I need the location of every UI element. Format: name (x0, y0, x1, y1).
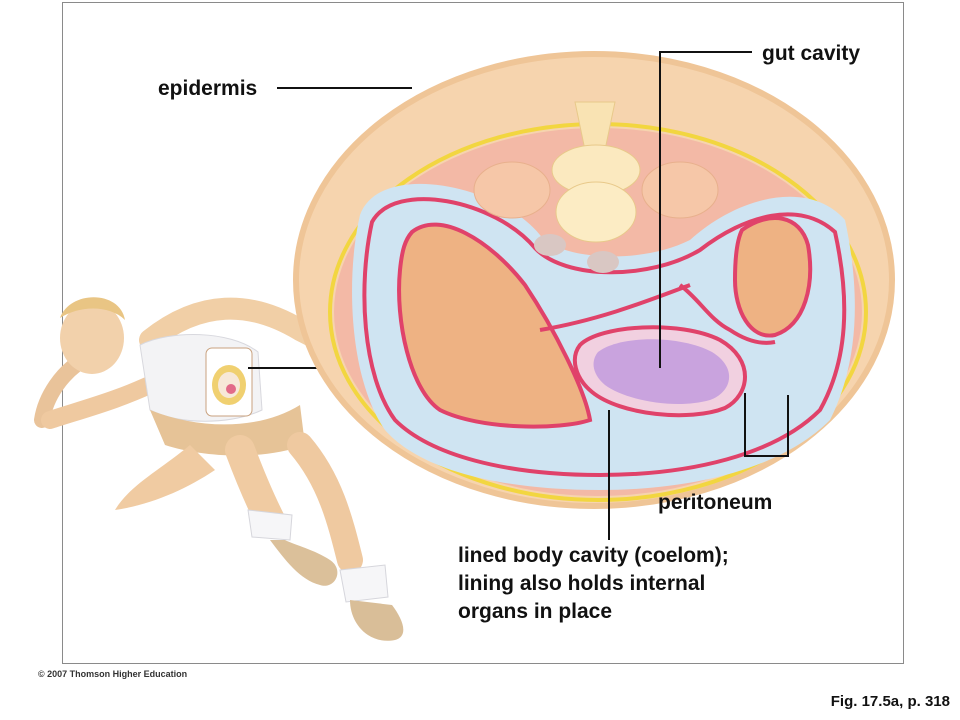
leader-lines (277, 51, 789, 540)
epidermis-label: epidermis (158, 77, 258, 100)
gut-cavity-label: gut cavity (762, 42, 861, 65)
coelom-label-line-2: lining also holds internal (458, 572, 706, 595)
runner-figure (34, 297, 404, 641)
body-cross-section (293, 51, 895, 509)
copyright-notice: © 2007 Thomson Higher Education (38, 669, 188, 679)
coelom-label: lined body cavity (coelom); lining also … (458, 544, 729, 628)
figure-reference: Fig. 17.5a, p. 318 (830, 693, 950, 710)
coelom-label-line-3: organs in place (458, 600, 613, 623)
coelom-label-line-1: lined body cavity (coelom); (458, 544, 729, 567)
peritoneum-label: peritoneum (658, 491, 773, 514)
